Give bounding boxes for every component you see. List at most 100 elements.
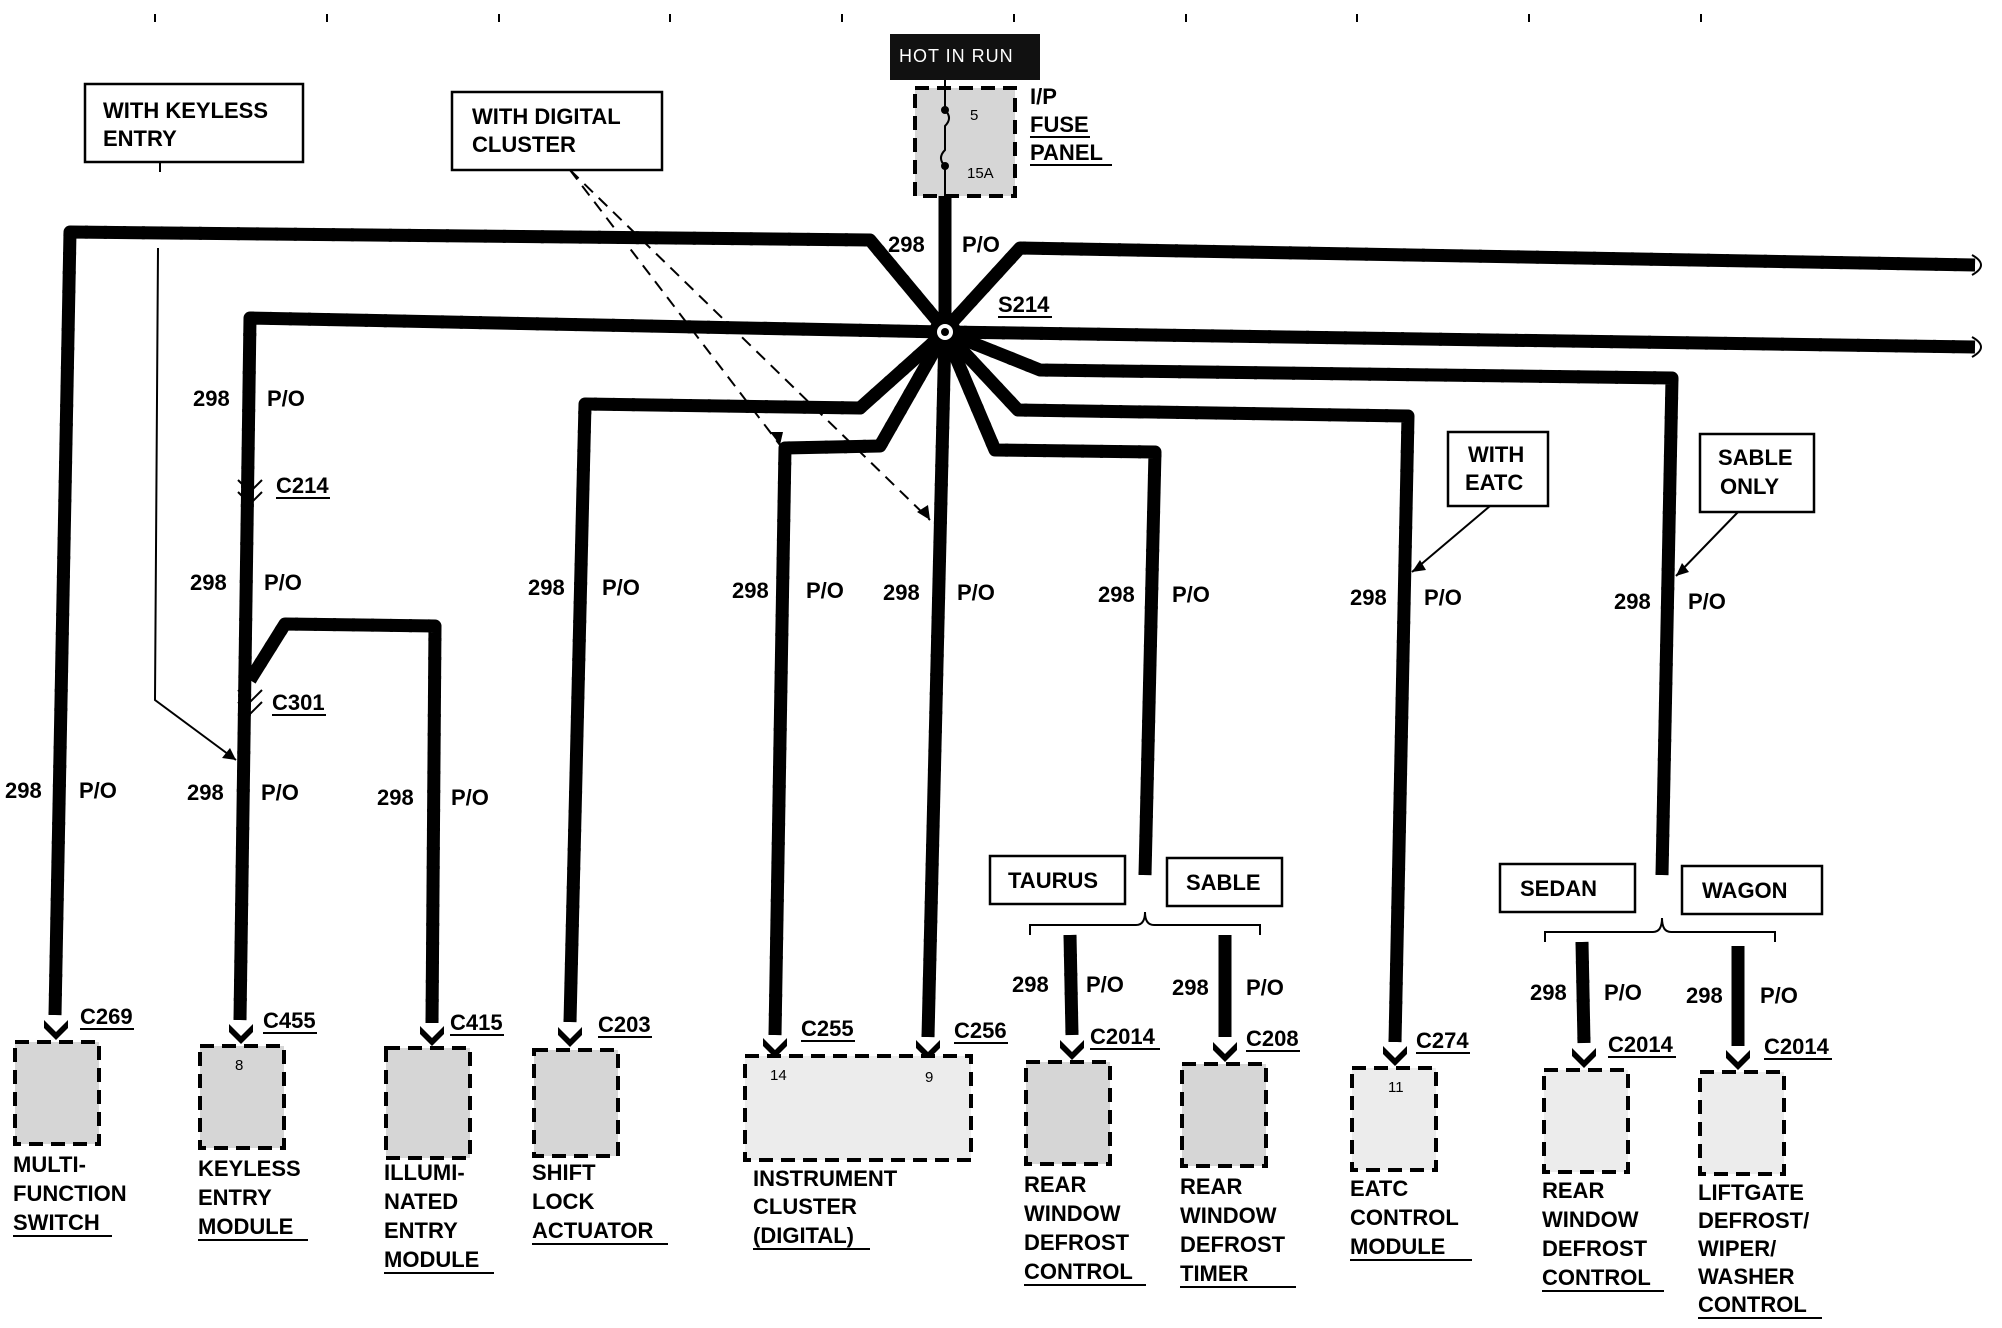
fuse-number: 5: [970, 107, 978, 124]
splice-s214: S214: [929, 292, 1052, 348]
svg-text:ONLY: ONLY: [1720, 474, 1779, 499]
fuse-label-line3: PANEL: [1030, 140, 1103, 165]
inline-connector-c301: C301: [237, 689, 326, 716]
border-ticks: [154, 14, 1702, 22]
svg-text:298: 298: [5, 778, 42, 803]
svg-text:CONTROL: CONTROL: [1350, 1205, 1459, 1230]
feed-color: P/O: [962, 232, 1000, 257]
connector-label: C415: [450, 1010, 503, 1035]
svg-text:P/O: P/O: [1424, 585, 1462, 610]
svg-text:FUNCTION: FUNCTION: [13, 1181, 127, 1206]
svg-text:SHIFT: SHIFT: [532, 1160, 596, 1185]
svg-text:LOCK: LOCK: [532, 1189, 594, 1214]
svg-text:ENTRY: ENTRY: [384, 1218, 458, 1243]
svg-text:8: 8: [235, 1057, 243, 1074]
svg-text:WITH DIGITAL: WITH DIGITAL: [472, 104, 621, 129]
svg-text:WASHER: WASHER: [1698, 1264, 1795, 1289]
note-digital-cluster: WITH DIGITAL CLUSTER: [450, 90, 931, 521]
svg-text:(DIGITAL): (DIGITAL): [753, 1223, 854, 1248]
svg-text:P/O: P/O: [1760, 983, 1798, 1008]
connector-label: C2014: [1764, 1034, 1830, 1059]
connector-label-c256: C256: [954, 1018, 1007, 1043]
hot-in-run-header: HOT IN RUN: [890, 34, 1040, 80]
svg-text:298: 298: [883, 580, 920, 605]
svg-text:P/O: P/O: [1246, 975, 1284, 1000]
svg-text:ILLUMI-: ILLUMI-: [384, 1160, 465, 1185]
component-instrument-cluster: 14 9 C255 C256 INSTRUMENT CLUSTER (DIGIT…: [743, 1016, 1008, 1250]
svg-text:WINDOW: WINDOW: [1180, 1203, 1277, 1228]
wire-harness: [55, 196, 1975, 1046]
connector-label: C2014: [1090, 1024, 1156, 1049]
svg-text:P/O: P/O: [1604, 980, 1642, 1005]
fuse-panel: 5 15A I/P FUSE PANEL: [913, 80, 1112, 198]
fuse-label-line2: FUSE: [1030, 112, 1089, 137]
option-sedan: SEDAN: [1520, 876, 1597, 901]
svg-text:REAR: REAR: [1542, 1178, 1604, 1203]
svg-text:DEFROST: DEFROST: [1180, 1232, 1286, 1257]
svg-text:298: 298: [1350, 585, 1387, 610]
note-keyless-entry: WITH KEYLESS ENTRY: [83, 82, 305, 761]
svg-text:298: 298: [1530, 980, 1567, 1005]
svg-text:REAR: REAR: [1024, 1172, 1086, 1197]
svg-text:298: 298: [377, 785, 414, 810]
svg-text:298: 298: [193, 386, 230, 411]
svg-text:298: 298: [732, 578, 769, 603]
wire-ends: [1971, 254, 1982, 358]
svg-text:CONTROL: CONTROL: [1698, 1292, 1807, 1317]
svg-text:MULTI-: MULTI-: [13, 1152, 86, 1177]
svg-text:P/O: P/O: [957, 580, 995, 605]
svg-text:SWITCH: SWITCH: [13, 1210, 100, 1235]
connector-label: C269: [80, 1004, 133, 1029]
svg-text:9: 9: [925, 1069, 933, 1086]
svg-text:P/O: P/O: [1688, 589, 1726, 614]
option-wagon: WAGON: [1702, 878, 1788, 903]
option-sedan-wagon: SEDAN WAGON: [1498, 862, 1824, 942]
component-rear-window-defrost-timer: C208 REAR WINDOW DEFROST TIMER: [1180, 1026, 1300, 1288]
option-taurus: TAURUS: [1008, 868, 1098, 893]
component-eatc-control-module: 11 C274 EATC CONTROL MODULE: [1350, 1028, 1472, 1261]
svg-text:WITH: WITH: [1468, 442, 1524, 467]
option-taurus-sable: TAURUS SABLE: [988, 854, 1284, 935]
svg-text:ENTRY: ENTRY: [198, 1185, 272, 1210]
svg-text:C214: C214: [276, 473, 329, 498]
connector-label: C274: [1416, 1028, 1469, 1053]
svg-text:11: 11: [1388, 1079, 1404, 1096]
svg-text:EATC: EATC: [1465, 470, 1523, 495]
svg-text:298: 298: [187, 780, 224, 805]
option-sable: SABLE: [1186, 870, 1261, 895]
component-multifunction-switch: C269 MULTI- FUNCTION SWITCH: [13, 1004, 134, 1237]
connector-label: C455: [263, 1008, 316, 1033]
component-keyless-entry-module: 8 C455 KEYLESS ENTRY MODULE: [198, 1008, 317, 1241]
svg-text:MODULE: MODULE: [198, 1214, 293, 1239]
svg-text:298: 298: [1012, 972, 1049, 997]
svg-text:EATC: EATC: [1350, 1176, 1408, 1201]
svg-text:CLUSTER: CLUSTER: [472, 132, 576, 157]
svg-text:298: 298: [528, 575, 565, 600]
component-illuminated-entry-module: C415 ILLUMI- NATED ENTRY MODULE: [384, 1010, 504, 1274]
svg-text:CONTROL: CONTROL: [1024, 1259, 1133, 1284]
svg-text:298: 298: [1614, 589, 1651, 614]
fuse-label-line1: I/P: [1030, 84, 1057, 109]
svg-text:298: 298: [1686, 983, 1723, 1008]
svg-text:298: 298: [1098, 582, 1135, 607]
svg-text:WINDOW: WINDOW: [1542, 1207, 1639, 1232]
svg-text:DEFROST/: DEFROST/: [1698, 1208, 1809, 1233]
svg-text:P/O: P/O: [451, 785, 489, 810]
svg-text:14: 14: [770, 1067, 787, 1084]
svg-text:DEFROST: DEFROST: [1542, 1236, 1648, 1261]
svg-text:TIMER: TIMER: [1180, 1261, 1249, 1286]
svg-text:SABLE: SABLE: [1718, 445, 1793, 470]
component-rear-window-defrost-control-sedan: C2014 REAR WINDOW DEFROST CONTROL: [1542, 1032, 1676, 1292]
component-liftgate-defrost-wiper-washer-control: C2014 LIFTGATE DEFROST/ WIPER/ WASHER CO…: [1698, 1034, 1832, 1319]
connector-label: C255: [801, 1016, 854, 1041]
svg-text:P/O: P/O: [264, 570, 302, 595]
svg-text:DEFROST: DEFROST: [1024, 1230, 1130, 1255]
connector-label: C203: [598, 1012, 651, 1037]
connector-label: C208: [1246, 1026, 1299, 1051]
svg-text:WINDOW: WINDOW: [1024, 1201, 1121, 1226]
note-with-eatc: WITH EATC: [1411, 430, 1550, 573]
svg-text:INSTRUMENT: INSTRUMENT: [753, 1166, 898, 1191]
svg-text:ACTUATOR: ACTUATOR: [532, 1218, 654, 1243]
